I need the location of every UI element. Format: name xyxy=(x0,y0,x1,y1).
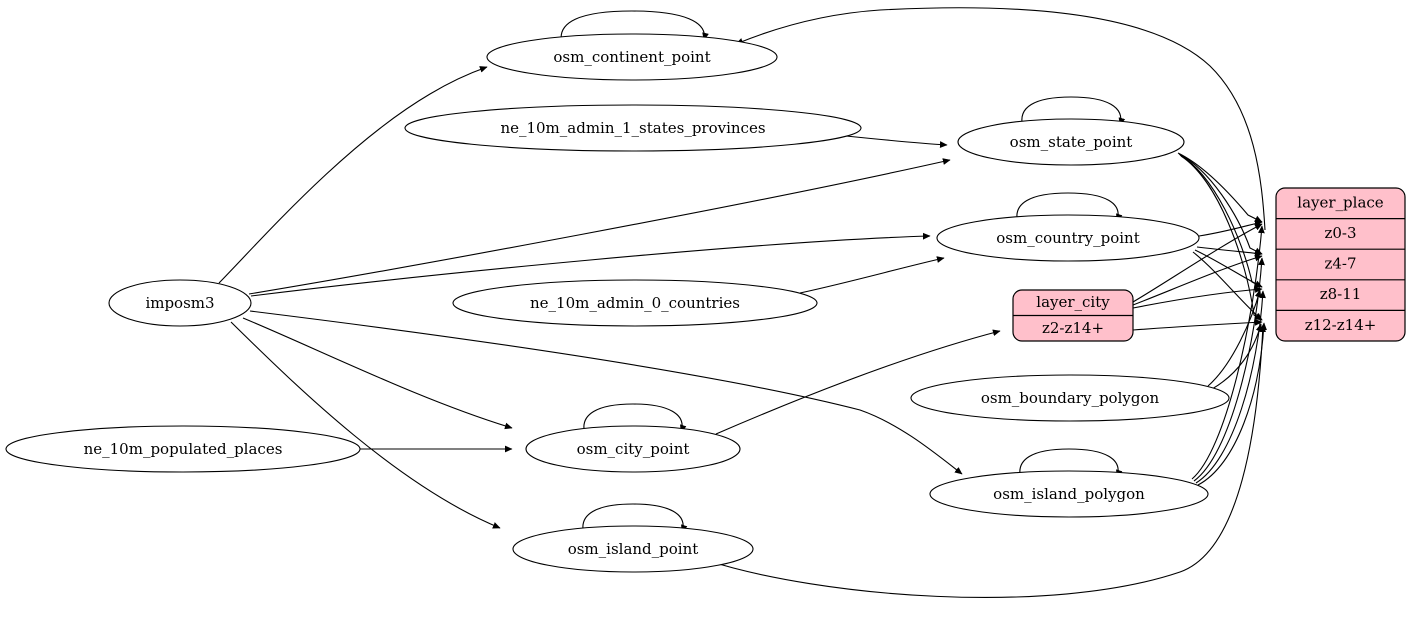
layer-place-row-z4-7[interactable]: z4-7 xyxy=(1324,255,1356,273)
node-imposm3[interactable]: imposm3 xyxy=(108,279,252,327)
self-loop-osm-state-point xyxy=(1021,96,1126,128)
layer-city-row-z2-z14[interactable]: z2-z14+ xyxy=(1042,319,1104,337)
layer-place-row-z8-11[interactable]: z8-11 xyxy=(1320,285,1362,303)
node-label-osm-island-polygon: osm_island_polygon xyxy=(993,485,1145,503)
node-label-osm-country-point: osm_country_point xyxy=(996,229,1140,247)
node-label-osm-boundary-polygon: osm_boundary_polygon xyxy=(981,389,1160,407)
node-label-ne-10m-populated-places: ne_10m_populated_places xyxy=(84,440,283,458)
self-loop-osm-island-polygon xyxy=(1019,448,1123,480)
nodes-layer: osm_continent_point ne_10m_admin_1_state… xyxy=(5,33,1406,573)
record-node-layer-city[interactable]: layer_city z2-z14+ xyxy=(1012,289,1134,342)
edge-osm-country-point-to-layer-place-z0-3 xyxy=(1198,220,1263,237)
node-osm-continent-point[interactable]: osm_continent_point xyxy=(486,33,778,81)
layer-place-row-z0-3[interactable]: z0-3 xyxy=(1324,224,1356,242)
edge-osm-island-polygon-to-layer-place-z8-11 xyxy=(1195,290,1266,484)
edge-ne-admin0-to-osm-country-point xyxy=(799,256,945,294)
node-label-osm-continent-point: osm_continent_point xyxy=(553,48,710,66)
node-osm-country-point[interactable]: osm_country_point xyxy=(936,214,1200,262)
layer-place-title: layer_place xyxy=(1297,194,1384,212)
edge-imposm3-to-osm-country-point xyxy=(250,232,931,297)
edge-osm-island-polygon-to-layer-place-z4-7 xyxy=(1193,257,1265,482)
layer-city-title: layer_city xyxy=(1036,293,1110,311)
edge-osm-state-point-to-layer-place-z4-7 xyxy=(1178,153,1263,255)
node-ne-10m-populated-places[interactable]: ne_10m_populated_places xyxy=(5,425,361,473)
edge-layer-city-to-layer-place-z8-11 xyxy=(1132,286,1263,309)
self-loop-osm-continent-point xyxy=(560,10,709,45)
edge-osm-state-point-to-layer-place-z0-3 xyxy=(1177,152,1263,223)
node-label-ne-10m-admin-1-states-provinces: ne_10m_admin_1_states_provinces xyxy=(500,119,765,137)
edge-layer-city-to-layer-place-z4-7 xyxy=(1132,254,1263,306)
node-ne-10m-admin-0-countries[interactable]: ne_10m_admin_0_countries xyxy=(452,279,818,327)
edge-osm-island-polygon-to-layer-place-z0-3 xyxy=(1191,225,1265,480)
record-node-layer-place[interactable]: layer_place z0-3 z4-7 z8-11 z12-z14+ xyxy=(1275,187,1406,342)
node-label-ne-10m-admin-0-countries: ne_10m_admin_0_countries xyxy=(530,294,740,312)
layer-place-row-z12-z14[interactable]: z12-z14+ xyxy=(1305,316,1377,334)
node-osm-city-point[interactable]: osm_city_point xyxy=(525,425,741,473)
self-loop-osm-city-point xyxy=(583,403,687,435)
self-loop-osm-island-point xyxy=(582,503,688,535)
node-osm-boundary-polygon[interactable]: osm_boundary_polygon xyxy=(910,374,1230,422)
edges-layer xyxy=(218,7,1267,598)
self-loop-osm-country-point xyxy=(1016,192,1123,224)
edge-osm-country-point-to-layer-place-z4-7 xyxy=(1196,246,1263,257)
edge-osm-city-point-to-layer-city xyxy=(715,329,1001,435)
node-osm-island-polygon[interactable]: osm_island_polygon xyxy=(929,470,1209,518)
edge-osm-state-point-to-layer-place-z8-11 xyxy=(1179,154,1263,288)
edge-imposm3-to-osm-island-polygon xyxy=(249,310,963,475)
edge-osm-boundary-polygon-to-layer-place-z8-11 xyxy=(1207,289,1262,387)
layer-place-body[interactable] xyxy=(1275,187,1406,342)
edge-imposm3-to-osm-state-point xyxy=(248,158,951,295)
edge-osm-country-point-to-layer-place-z8-11 xyxy=(1194,249,1263,288)
edge-osm-continent-point-to-layer-place xyxy=(735,7,1266,231)
node-label-osm-island-point: osm_island_point xyxy=(568,540,699,558)
edge-ne-admin1-to-osm-state-point xyxy=(845,135,948,148)
edge-imposm3-to-osm-city-point xyxy=(242,317,513,430)
node-osm-island-point[interactable]: osm_island_point xyxy=(512,525,754,573)
node-label-osm-state-point: osm_state_point xyxy=(1010,133,1133,151)
edge-layer-city-to-layer-place-z0-3 xyxy=(1132,223,1263,303)
edge-imposm3-to-osm-island-point xyxy=(230,321,501,529)
node-osm-state-point[interactable]: osm_state_point xyxy=(957,118,1185,166)
edge-osm-island-point-to-layer-place xyxy=(705,324,1267,598)
node-label-imposm3: imposm3 xyxy=(145,294,214,312)
edge-imposm3-to-osm-continent-point xyxy=(218,66,488,284)
node-label-osm-city-point: osm_city_point xyxy=(577,440,690,458)
node-ne-10m-admin-1-states-provinces[interactable]: ne_10m_admin_1_states_provinces xyxy=(404,104,862,152)
edge-layer-city-to-layer-place-z12-z14 xyxy=(1132,318,1263,331)
